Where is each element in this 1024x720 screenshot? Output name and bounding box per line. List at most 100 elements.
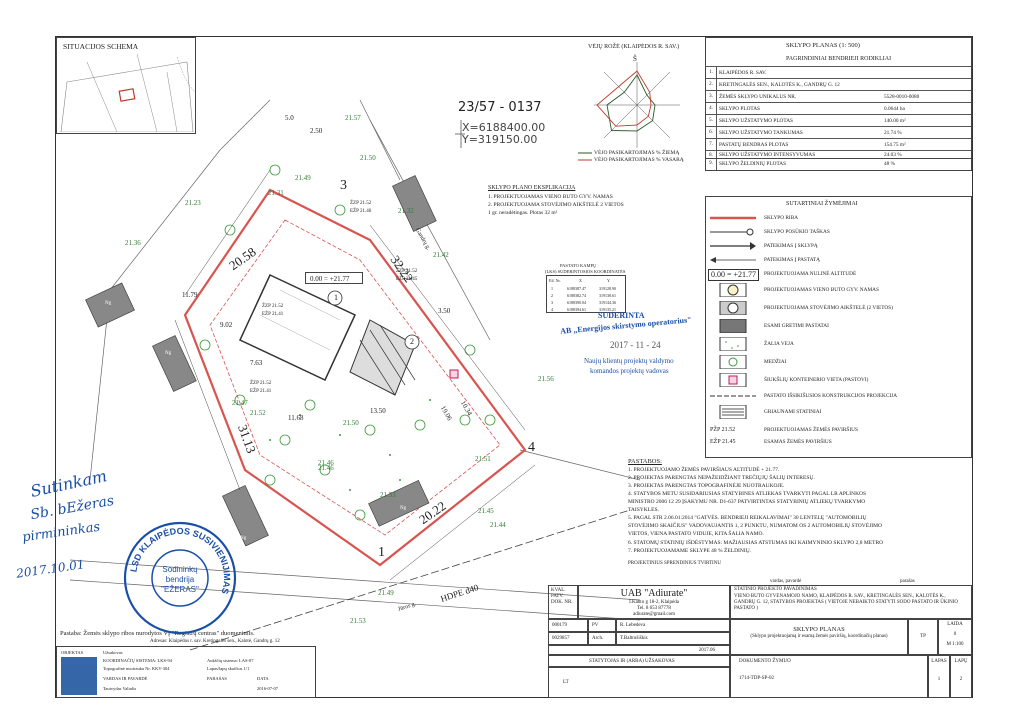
tree-symbols xyxy=(199,164,496,521)
note-line: 6. STATOMŲ STATINIŲ IŠDĖSTYMAS: MAŽIAUSI… xyxy=(628,540,884,546)
wind-rose-north: Š xyxy=(633,55,637,63)
explication-item-3: 1 gr. neradėtingas. Plotas 32 m² xyxy=(488,210,558,216)
stake-header-x: X xyxy=(579,278,582,283)
doc-cell: DOKUMENTO ŽYMUO 1714-TDP-SP-02 xyxy=(730,655,928,698)
qualification-label: KVAL. PATV. DOK. NR. xyxy=(548,585,578,619)
wind-rose-diagram xyxy=(594,62,680,148)
stamp-inner-line: bendrija xyxy=(166,575,195,584)
client-cell: LT xyxy=(548,667,730,698)
approval-line: PROJEKTINIUS SPRENDINIUS TVIRTINU xyxy=(628,561,721,566)
topo-row: PARAŠAS xyxy=(207,676,227,681)
stake-cell: 6188387.47 xyxy=(567,286,586,291)
company-address: I.Kanto g 18-2, Klaipėda xyxy=(629,600,679,605)
indicator-row: 3.ŽEMĖS SKLYPO UNIKALUS NR.5528-0010-008… xyxy=(706,90,971,103)
stage-value: TP xyxy=(920,634,926,639)
elevation: 21.51 xyxy=(475,455,491,463)
note-line: 3. PROJEKTAS PARENGTAS TOPOGRAFINĖJE NUO… xyxy=(628,483,785,489)
dim-label: 11.79 xyxy=(182,291,198,299)
stamp-inner-line: "EŽERAS" xyxy=(161,585,199,594)
stage-cell: TP xyxy=(908,619,938,655)
legend-item: ESAMI GRETIMI PASTATAI xyxy=(706,317,971,335)
note-line: MINISTRO 2006 12 29 ĮSAKYMU NR. D1-637 P… xyxy=(628,499,866,505)
plan-title: SKLYPO PLANAS (1: 500) xyxy=(786,42,860,49)
stake-cell: 3 xyxy=(551,300,553,305)
elevation: 21.57 xyxy=(345,114,361,122)
situation-schema: SITUACIJOS SCHEMA xyxy=(56,37,196,134)
plot-boundary xyxy=(183,188,527,567)
legend-item: PATEKIMAS Į PASTATĄ xyxy=(706,253,971,267)
coordinate-x: X=6188400.00 xyxy=(462,121,546,134)
date-row: 2017.06 xyxy=(548,645,730,655)
approval-stamp-title: SUDERINTA xyxy=(598,311,645,320)
sheet-value: 1 xyxy=(937,677,941,682)
stake-table-title: PASTATO KAMPŲ xyxy=(560,263,597,268)
stake-cell: 1 xyxy=(551,286,553,291)
wind-legend-lines xyxy=(578,152,592,161)
zp-label: ŽZP 21.52 xyxy=(350,201,372,206)
person-nr: 000179 xyxy=(548,619,588,632)
stake-cell: 319128.90 xyxy=(599,286,616,291)
stake-cell: 319135.21 xyxy=(599,307,616,312)
elevation: 21.42 xyxy=(433,251,449,259)
company-phone: Tel. 8 653 87778 xyxy=(637,606,671,611)
explication-item-1: 1. PROJEKTUOJAMAS VIENO BUTO GYV. NAMAS xyxy=(488,194,613,200)
topo-row: KOORDINAČIŲ SISTEMA: LKS-94 xyxy=(103,658,173,663)
legend-item: PATEKIMAS Į SKLYPĄ xyxy=(706,239,971,253)
object-title: STATINIO PROJEKTO PAVADINIMAS xyxy=(734,587,817,592)
elevation: 21.53 xyxy=(350,617,366,625)
zero-altitude-box: 0.00 = +21.77 xyxy=(305,272,363,284)
site-plan xyxy=(70,99,640,651)
coordinate-cross xyxy=(455,120,465,148)
approval-stamp-line1: Naujų klientų projektų valdymo xyxy=(584,357,674,365)
sheet-subtitle: (Sklypo projektuojamą ir esamą žemės pav… xyxy=(750,634,888,639)
notes-title: PASTABOS: xyxy=(628,458,662,465)
signature-caption: parašas xyxy=(900,579,915,584)
stake-header-y: Y xyxy=(607,278,610,283)
legend-item: PASTATO IŠSIKIŠUSIOS KONSTRUKCIJOS PROJE… xyxy=(710,393,898,399)
elevation: 21.32 xyxy=(398,207,414,215)
name-caption: vardas, pavardė xyxy=(770,579,802,584)
legend-item: ŽALIA VEJA xyxy=(706,335,971,353)
parking-area xyxy=(349,319,416,396)
note-line: STOVĖJIMO SKAIČIUS" VADOVAUJANTIS 1, 2 P… xyxy=(628,523,882,529)
note-line: 4. STATYBOS METU SUSIDARIUSIAS STATYBINE… xyxy=(628,491,867,497)
company-block: UAB "Adiurate" I.Kanto g 18-2, Klaipėda … xyxy=(578,585,730,619)
corner-label: 4 xyxy=(528,440,535,455)
legend-item: MEDŽIAI xyxy=(706,353,971,371)
wind-rose-winter xyxy=(606,74,656,132)
stake-cell: 319138.61 xyxy=(599,293,616,298)
legend-item: PROJEKTUOJAMA STOVĖJIMO AIKŠTELĖ (2 VIET… xyxy=(706,299,971,317)
stake-header-nr: Eil. Nr. xyxy=(549,278,561,283)
legend-title: SUTARTINIAI ŽYMĖJIMAI xyxy=(786,201,858,207)
building-number: 2 xyxy=(410,337,414,346)
elevation: 21.50 xyxy=(360,154,376,162)
sheets-label: LAPŲ xyxy=(954,659,968,664)
zp-label: ŽZP 21.52 xyxy=(250,381,272,386)
coordinate-y: Y=319150.00 xyxy=(462,133,538,146)
doc-label: DOKUMENTO ŽYMUO xyxy=(739,659,791,664)
elevation: 21.49 xyxy=(378,589,394,597)
zp-label: EŽP 21.41 xyxy=(250,389,272,394)
note-line: 5. PAGAL STR 2.06.01:2014 "GATVĖS. BENDR… xyxy=(628,515,867,521)
person-nr: 0029857 xyxy=(548,632,588,645)
legend-item: SKLYPO RIBA xyxy=(710,215,799,221)
topo-row: Tautvydas Valiulis xyxy=(103,686,137,691)
dim-label: 3.50 xyxy=(438,307,451,315)
topo-row: Topografinė nuotrauka Nr. KKV-304 xyxy=(103,666,170,671)
topo-row: Užsakovas xyxy=(103,650,123,655)
waste-container-icon xyxy=(449,369,459,379)
indicators-subtitle: PAGRINDINIAI BENDRIEJI RODIKLIAI xyxy=(786,56,892,62)
person-role: Arch. xyxy=(588,632,616,645)
corner-label: 3 xyxy=(340,178,347,193)
client-label-cell: STATYTOJAS IR (ARBA) UŽSAKOVAS xyxy=(548,655,730,667)
person-name: R. Lebedeva xyxy=(616,619,730,632)
explication-item-2: 2. PROJEKTUOJAMA STOVĖJIMO AIKŠTELĖ 2 VI… xyxy=(488,202,624,208)
elevation: 21.47 xyxy=(232,399,248,407)
